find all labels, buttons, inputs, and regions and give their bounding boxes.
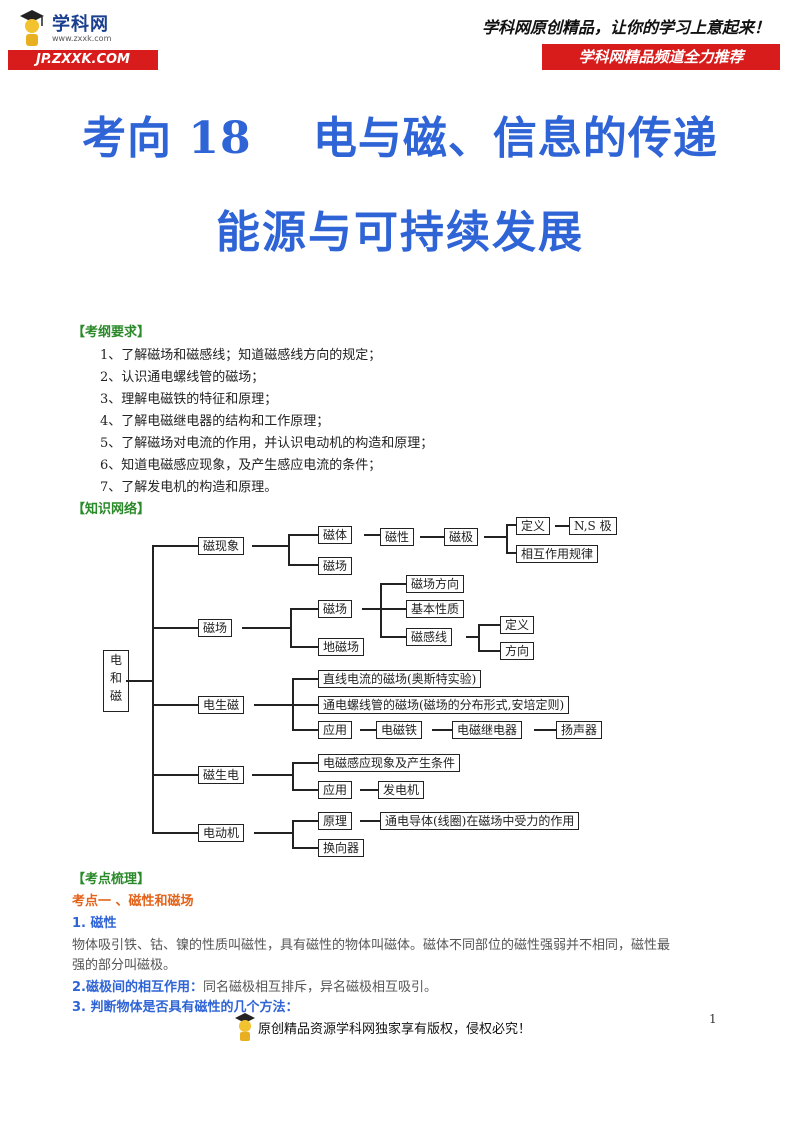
- logo-text: 学科网: [52, 14, 109, 35]
- requirement-item: 3、理解电磁铁的特征和原理；: [100, 392, 278, 407]
- node-ciji: 磁极: [444, 528, 479, 546]
- node-cichang-top: 磁场: [198, 619, 233, 637]
- points-heading: 【考点梳理】: [72, 872, 151, 887]
- node-luoxian: 通电螺线管的磁场(磁场的分布形式,安培定则): [318, 696, 570, 714]
- node-ns: N,S 极: [569, 517, 617, 535]
- node-cichangfx: 磁场方向: [406, 575, 465, 593]
- node-shoili: 通电导体(线圈)在磁场中受力的作用: [380, 812, 580, 830]
- node-ciganxian: 磁感线: [406, 628, 453, 646]
- node-huanxiangqi: 换向器: [318, 839, 365, 857]
- node-cichang2: 磁场: [318, 600, 353, 618]
- section-1-title: 1. 磁性: [72, 916, 117, 931]
- slogan: 学科网原创精品，让你的学习上意起来！: [481, 18, 770, 37]
- node-cishengdian: 磁生电: [198, 766, 245, 784]
- node-fangxiang: 方向: [500, 642, 535, 660]
- section-2-title: 2.磁极间的相互作用：: [72, 980, 203, 995]
- requirement-item: 1、了解磁场和磁感线；知道磁感线方向的规定；: [100, 348, 382, 363]
- section-2-text: 同名磁极相互排斥，异名磁极相互吸引。: [202, 980, 437, 995]
- requirement-item: 7、了解发电机的构造和原理。: [100, 480, 278, 495]
- node-dingyi2: 定义: [500, 616, 535, 634]
- node-yangshengqi: 扬声器: [556, 721, 603, 739]
- node-jidianqi: 电磁继电器: [452, 721, 523, 739]
- node-fadianji: 发电机: [378, 781, 425, 799]
- logo-url: JP.ZXXK.COM: [8, 50, 158, 70]
- scholar-icon: [20, 10, 44, 46]
- node-cixing: 磁性: [380, 528, 415, 546]
- logo-subtext: www.zxxk.com: [52, 34, 112, 43]
- node-yingyong1: 应用: [318, 721, 353, 739]
- network-heading: 【知识网络】: [72, 502, 151, 517]
- node-yuanli: 原理: [318, 812, 353, 830]
- page-number: 1: [709, 1012, 717, 1026]
- node-dicichang: 地磁场: [318, 638, 365, 656]
- scholar-icon: [235, 1013, 255, 1041]
- node-ganying: 电磁感应现象及产生条件: [318, 754, 461, 772]
- section-2: 2.磁极间的相互作用：同名磁极相互排斥，异名磁极相互吸引。: [72, 976, 437, 995]
- node-jiben: 基本性质: [406, 600, 465, 618]
- requirement-item: 4、了解电磁继电器的结构和工作原理；: [100, 414, 330, 429]
- node-yingyong2: 应用: [318, 781, 353, 799]
- node-dingyi1: 定义: [516, 517, 551, 535]
- requirements-heading: 【考纲要求】: [72, 325, 151, 340]
- node-cichang1: 磁场: [318, 557, 353, 575]
- section-1-text: 物体吸引铁、钴、镍的性质叫磁性，具有磁性的物体叫磁体。磁体不同部位的磁性强弱并不…: [72, 938, 671, 953]
- requirement-item: 5、了解磁场对电流的作用，并认识电动机的构造和原理；: [100, 436, 434, 451]
- section-1-text-2: 强的部分叫磁极。: [72, 958, 177, 973]
- node-diancitie: 电磁铁: [376, 721, 423, 739]
- node-cixianxiang: 磁现象: [198, 537, 245, 555]
- requirement-item: 2、认识通电螺线管的磁场；: [100, 370, 265, 385]
- section-3-title: 3. 判断物体是否具有磁性的几个方法：: [72, 1000, 299, 1015]
- channel-banner: 学科网精品频道全力推荐: [542, 44, 780, 70]
- requirement-item: 6、知道电磁感应现象，及产生感应电流的条件；: [100, 458, 382, 473]
- node-citi: 磁体: [318, 526, 353, 544]
- logo: 学科网 www.zxxk.com JP.ZXXK.COM: [8, 8, 158, 72]
- copyright-footer: 原创精品资源学科网独家享有版权，侵权必究！: [258, 1022, 532, 1037]
- node-xianghu: 相互作用规律: [516, 545, 599, 563]
- node-zhixian: 直线电流的磁场(奥斯特实验): [318, 670, 482, 688]
- page-title-line1: 考向 18 电与磁、信息的传递: [82, 113, 718, 164]
- node-dianshengci: 电生磁: [198, 696, 245, 714]
- node-diandongji: 电动机: [198, 824, 245, 842]
- page-title-line2: 能源与可持续发展: [216, 207, 584, 258]
- kaodian-1-title: 考点一 、磁性和磁场: [72, 894, 194, 909]
